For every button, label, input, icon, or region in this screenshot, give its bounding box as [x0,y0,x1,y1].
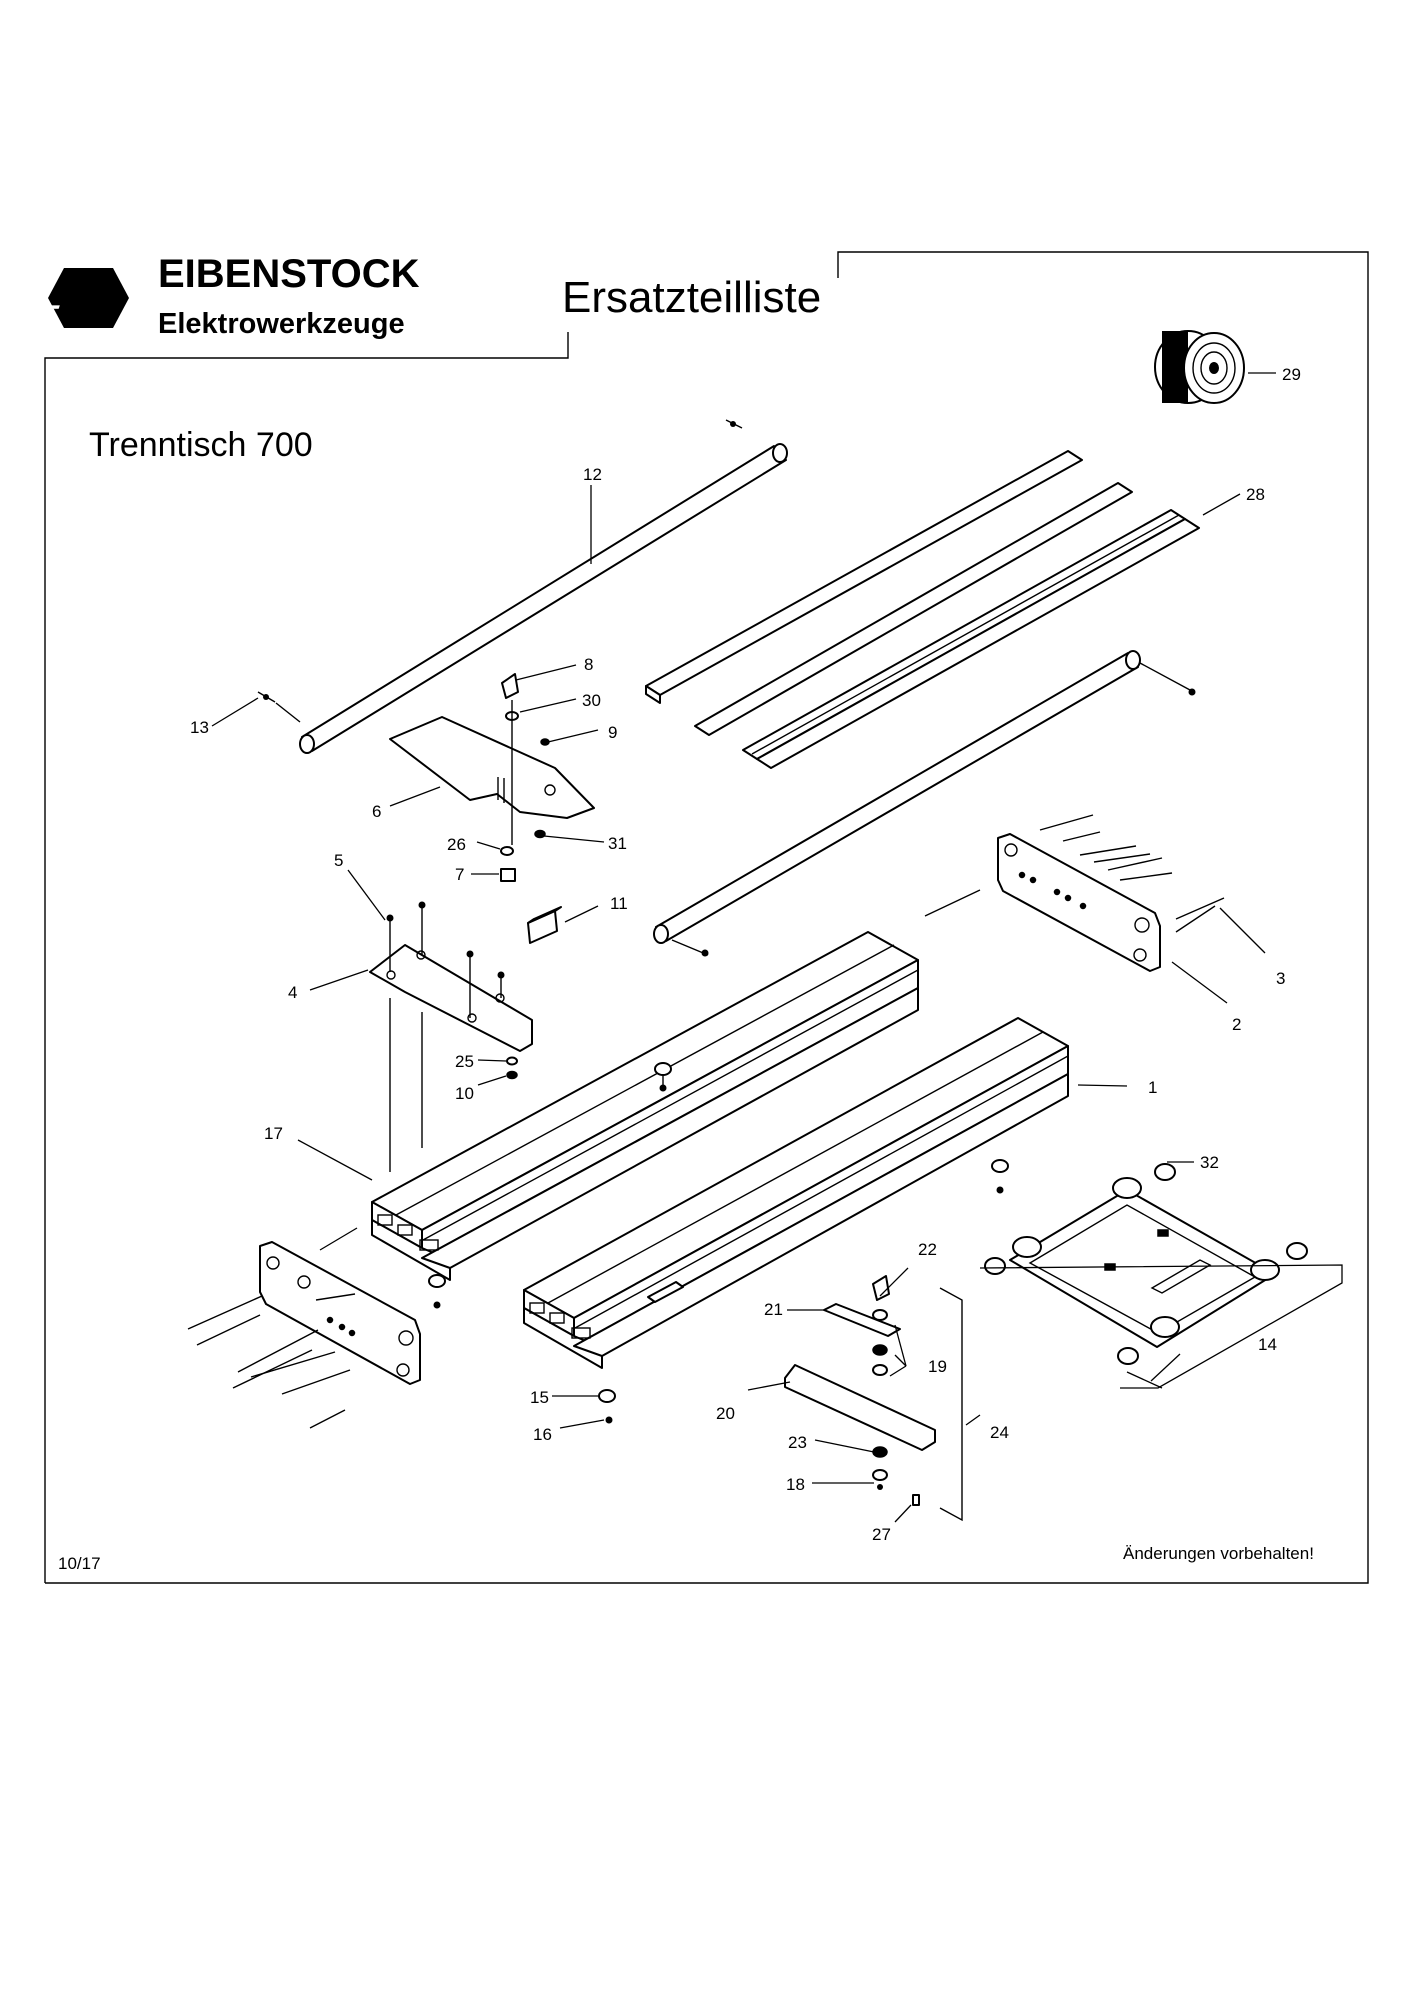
brand-name: EIBENSTOCK [158,252,420,296]
label-29: 29 [1282,365,1301,384]
part-labels: 29 28 12 13 8 30 9 6 26 31 7 5 11 4 3 2 … [190,365,1301,1544]
label-3: 3 [1276,969,1285,988]
label-17: 17 [264,1124,283,1143]
logo-letter-bottom: E [35,300,61,333]
label-22: 22 [918,1240,937,1259]
label-23: 23 [788,1433,807,1452]
lower-rod [653,650,1196,957]
label-16: 16 [533,1425,552,1444]
part-2-right-end-plate [997,814,1225,972]
document-title: Ersatzteilliste [562,273,821,322]
label-27: 27 [872,1525,891,1544]
label-18: 18 [786,1475,805,1494]
eibenstock-logo: E E [27,268,129,333]
label-30: 30 [582,691,601,710]
part-14-base-frame [984,1163,1308,1365]
leader-lines [211,372,1343,1523]
label-28: 28 [1246,485,1265,504]
label-11: 11 [610,894,628,913]
label-9: 9 [608,723,617,742]
part-24-clamp-assembly [784,1275,963,1522]
label-1: 1 [1148,1078,1157,1097]
label-12: 12 [583,465,602,484]
label-19: 19 [928,1357,947,1376]
label-31: 31 [608,834,627,853]
label-14: 14 [1258,1335,1277,1354]
label-4: 4 [288,983,297,1002]
revision-date: 10/17 [58,1554,101,1573]
part-15-16-nut-screw [598,1389,616,1424]
change-notice: Änderungen vorbehalten! [1123,1544,1314,1563]
label-7: 7 [455,865,464,884]
label-24: 24 [990,1423,1009,1442]
label-20: 20 [716,1404,735,1423]
label-15: 15 [530,1388,549,1407]
label-5: 5 [334,851,343,870]
part-11-block [527,906,562,944]
left-end-plate [187,1241,421,1429]
part-28-strips [645,450,1200,769]
page-frame [44,251,1369,1584]
part-29-tape-roll [1154,330,1245,404]
label-21: 21 [764,1300,783,1319]
product-name: Trenntisch 700 [89,426,313,464]
part-4-bracket [369,901,533,1172]
brand-subtitle: Elektrowerkzeuge [158,308,405,340]
small-fasteners-top [500,673,550,882]
part-12-rod [257,419,788,754]
label-32: 32 [1200,1153,1219,1172]
label-6: 6 [372,802,381,821]
part-1-rail-right [523,1017,1069,1369]
label-2: 2 [1232,1015,1241,1034]
label-26: 26 [447,835,466,854]
label-10: 10 [455,1084,474,1103]
part-17-rail-left [371,931,919,1309]
label-25: 25 [455,1052,474,1071]
label-13: 13 [190,718,209,737]
part-6-guide-plate [389,716,595,819]
label-8: 8 [584,655,593,674]
